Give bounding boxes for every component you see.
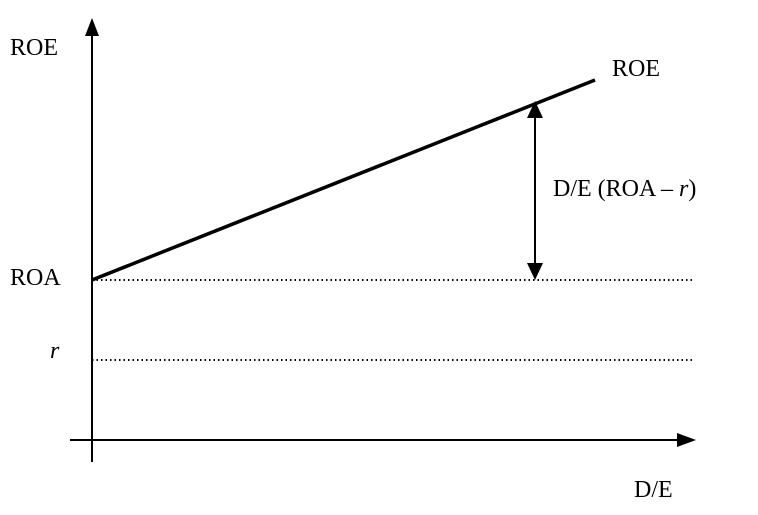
roe-line [91, 78, 596, 282]
spread-label-variable: r [679, 176, 689, 202]
y-axis-label: ROE [10, 35, 58, 61]
spread-label: D/E (ROA – r) [553, 176, 696, 202]
spread-label-suffix: ) [688, 176, 696, 202]
spread-arrow-down-icon [527, 263, 543, 280]
spread-label-prefix: D/E (ROA – [553, 176, 679, 202]
r-label: r [50, 338, 60, 364]
roe-line-label: ROE [612, 56, 660, 82]
x-axis-arrowhead-icon [677, 433, 696, 447]
y-axis-arrowhead-icon [85, 18, 99, 36]
spread-arrow-up-icon [527, 101, 543, 118]
x-axis-label: D/E [634, 477, 673, 503]
roa-label: ROA [10, 265, 61, 291]
